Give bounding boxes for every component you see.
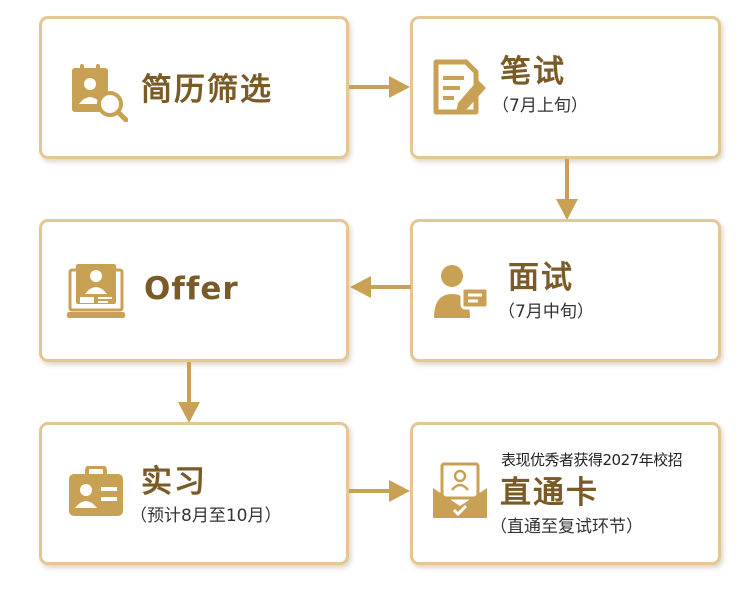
arrow-right-icon [349, 76, 410, 98]
offer-title: Offer [144, 271, 239, 307]
document-pen-icon [433, 59, 486, 115]
express-card-note: 表现优秀者获得2027年校招 [501, 451, 683, 469]
express-card-title: 直通卡 [500, 475, 599, 511]
internship-date: （预计8月至10月） [130, 506, 282, 526]
resume-screening-title: 简历筛选 [141, 72, 273, 108]
resume-search-icon [72, 64, 128, 122]
express-card-detail: （直通至复试环节） [490, 517, 643, 537]
interview-title: 面试 [508, 260, 574, 296]
written-test-date: （7月上旬） [492, 96, 588, 116]
internship-title: 实习 [141, 464, 207, 500]
interview-person-icon [434, 265, 490, 318]
step-written-test [410, 16, 721, 159]
arrow-left-icon [350, 276, 411, 298]
arrow-down-icon [178, 362, 200, 423]
interview-date: （7月中旬） [498, 302, 594, 322]
offer-certificate-icon [67, 264, 125, 318]
id-badge-icon [69, 466, 123, 516]
arrow-right-icon [349, 480, 410, 502]
written-test-title: 笔试 [500, 54, 566, 90]
arrow-down-icon [556, 159, 578, 220]
envelope-certificate-icon [433, 462, 487, 518]
